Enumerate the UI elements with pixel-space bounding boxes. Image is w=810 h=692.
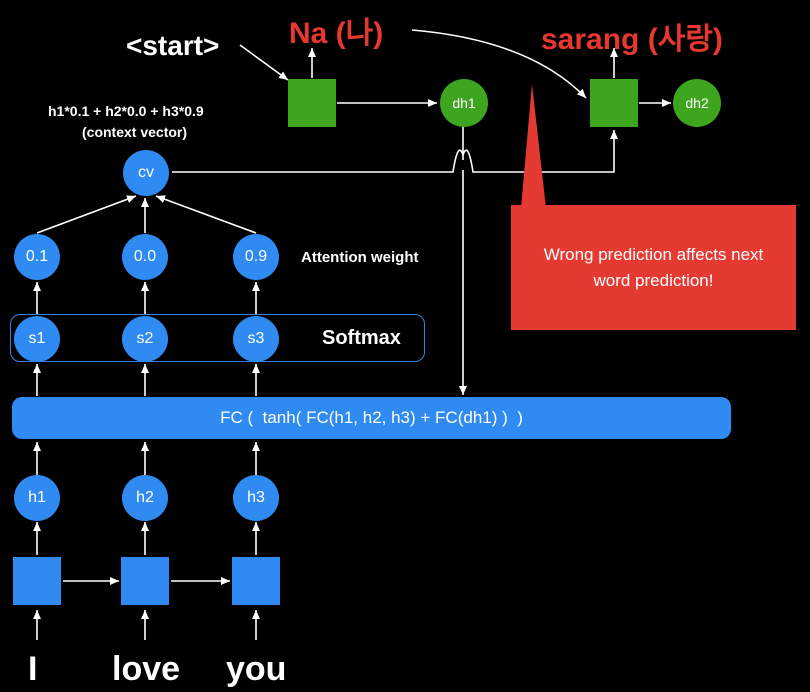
decoder-state-dh2: dh2 [673,79,721,127]
encoder-cell-2 [121,557,169,605]
attention-weight-1: 0.1 [14,234,60,280]
callout-text: Wrong prediction affects next word predi… [543,244,764,290]
decoder-cell-2 [590,79,638,127]
start-token: <start> [126,30,220,61]
fc-layer-bar: FC ( tanh( FC(h1, h2, h3) + FC(dh1) ) ) [12,397,731,439]
decoder-cell-1 [288,79,336,127]
attention-weight-2: 0.0 [122,234,168,280]
score-s2: s2 [122,316,168,362]
input-word-i: I [28,650,38,688]
fc-formula: FC ( tanh( FC(h1, h2, h3) + FC(dh1) ) ) [220,408,523,427]
input-word-love: love [112,650,181,688]
hidden-state-h3: h3 [233,475,279,521]
softmax-label: Softmax [322,327,401,349]
encoder-cell-1 [13,557,61,605]
attention-weight-label: Attention weight [301,249,419,266]
hidden-state-h1: h1 [14,475,60,521]
softmax-box [10,314,425,362]
attention-weight-3: 0.9 [233,234,279,280]
context-caption: (context vector) [82,124,188,140]
score-s3: s3 [233,316,279,362]
decoder-state-dh1: dh1 [440,79,488,127]
hidden-state-h2: h2 [122,475,168,521]
context-vector-node: cv [123,150,169,196]
encoder-cell-3 [232,557,280,605]
decoder-output-1: Na (나) [289,17,384,50]
decoder-output-2: sarang (사랑) [541,23,723,56]
input-word-you: you [226,650,287,688]
context-formula: h1*0.1 + h2*0.0 + h3*0.9 [48,103,204,119]
callout-box: Wrong prediction affects next word predi… [511,205,796,330]
score-s1: s1 [14,316,60,362]
